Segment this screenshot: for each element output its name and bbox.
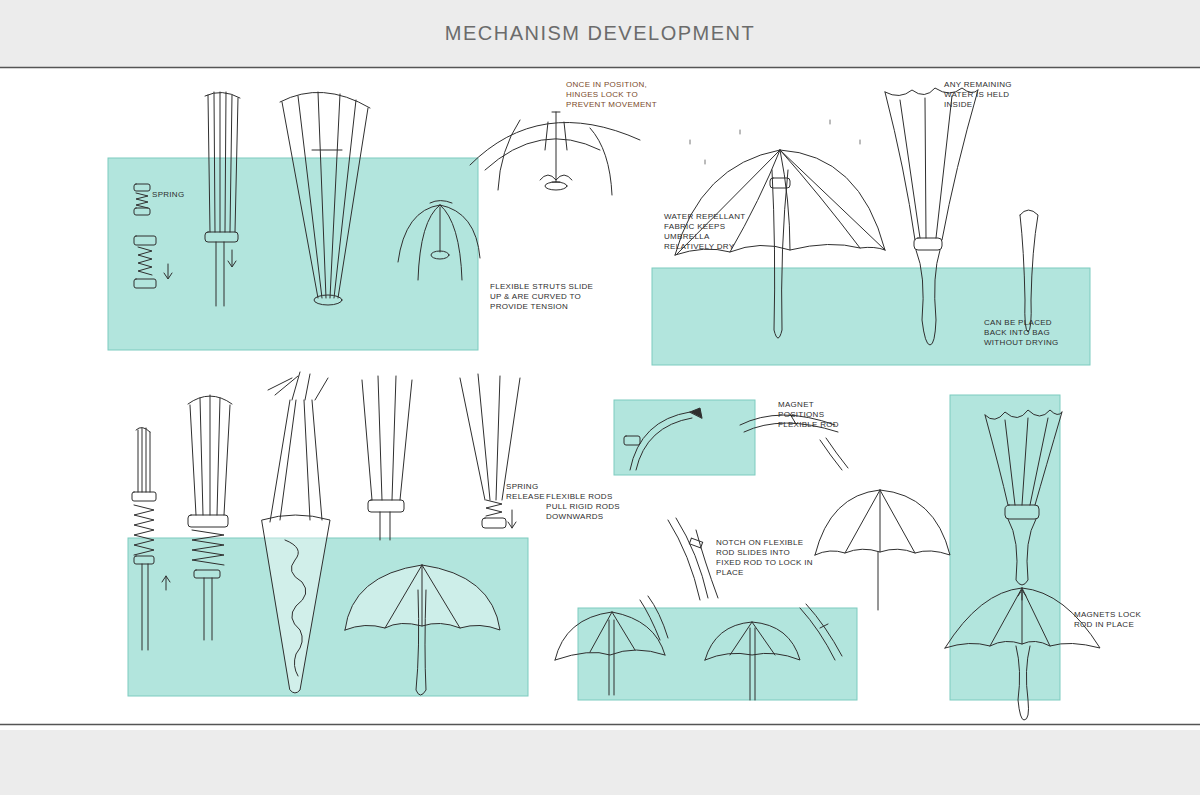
sketch-annotation: FLEXIBLE STRUTS SLIDE UP & ARE CURVED TO… — [490, 282, 602, 312]
sketch-annotation: MAGNET POSITIONS FLEXIBLE ROD — [778, 400, 850, 430]
sketch-annotation: WATER REPELLANT FABRIC KEEPS UMBRELLA RE… — [664, 212, 760, 252]
sketch-annotation: FLEXIBLE RODS PULL RIGID RODS DOWNWARDS — [546, 492, 622, 522]
sketch-annotation: ANY REMAINING WATER IS HELD INSIDE — [944, 80, 1018, 110]
sketch-annotation: MAGNETS LOCK ROD IN PLACE — [1074, 610, 1144, 630]
sketch-annotation: SPRING — [152, 190, 202, 200]
sheet-title: MECHANISM DEVELOPMENT — [0, 22, 1200, 45]
umbrella-sketches — [132, 88, 1100, 720]
sketch-annotation: NOTCH ON FLEXIBLE ROD SLIDES INTO FIXED … — [716, 538, 816, 578]
sketch-annotation: ONCE IN POSITION, HINGES LOCK TO PREVENT… — [566, 80, 678, 110]
footer-bar — [0, 730, 1200, 795]
sketch-annotation: CAN BE PLACED BACK INTO BAG WITHOUT DRYI… — [984, 318, 1076, 348]
header-bar — [0, 0, 1200, 67]
marker-panels — [108, 158, 1090, 700]
